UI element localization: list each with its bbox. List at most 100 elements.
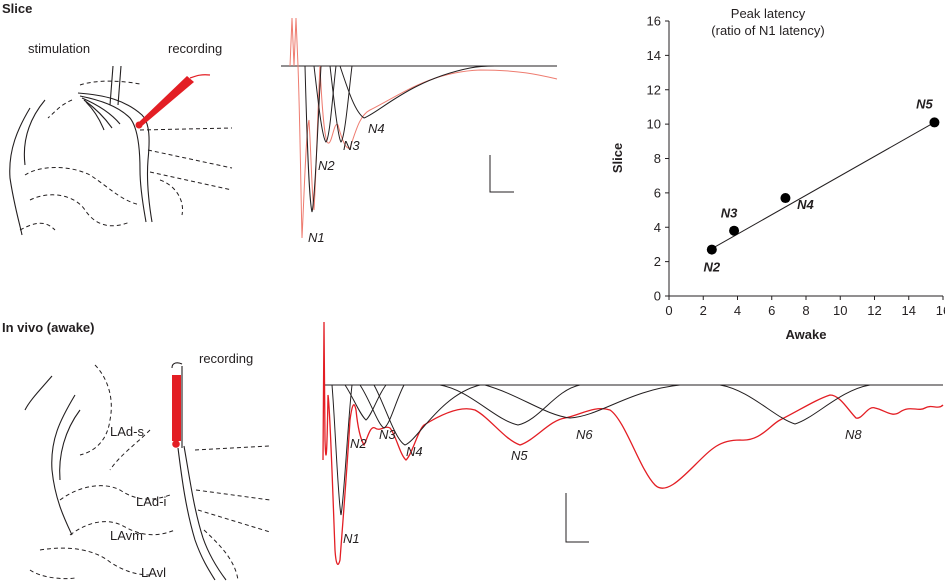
x-tick-label: 14 (902, 303, 916, 318)
data-point-n2 (706, 244, 717, 255)
component-trace-n4 (373, 384, 481, 446)
wave-label-n1: N1 (308, 230, 325, 245)
y-tick-label: 12 (647, 82, 661, 97)
region-label-lad-i: LAd-i (136, 494, 166, 509)
wave-label-n5: N5 (511, 448, 528, 463)
x-tick-label: 0 (665, 303, 672, 318)
slice-inner-contour (23, 99, 46, 166)
data-point-n4 (780, 193, 791, 204)
data-point-label: N2 (704, 260, 721, 275)
recording-wire (189, 74, 211, 79)
invivo-fiber-tract (183, 445, 227, 581)
invivo-outer-contour (51, 394, 76, 536)
component-trace-n8 (719, 384, 871, 425)
x-tick-label: 2 (700, 303, 707, 318)
slice-boundary (47, 99, 73, 119)
y-tick-label: 6 (654, 185, 661, 200)
regression-line (711, 121, 935, 250)
slice-boundary (24, 167, 141, 206)
region-label-lavl: LAvl (141, 565, 166, 580)
invivo-boundary (203, 529, 239, 581)
region-label-lavm: LAvm (110, 528, 143, 543)
invivo-anatomy-drawing: LAd-s LAd-i LAvm LAvl (24, 362, 271, 581)
invivo-boundary (39, 547, 151, 576)
wave-label-n3: N3 (343, 138, 360, 153)
data-point-label: N5 (916, 96, 933, 111)
invivo-scale-bar (565, 493, 589, 543)
invivo-traces: N1 N2 N3 N4 N5 N6 N8 (322, 321, 944, 565)
component-trace-n3 (359, 384, 405, 429)
peak-latency-chart: Peak latency (ratio of N1 latency) 0 2 4 6 8… (610, 6, 945, 342)
wave-label-n4: N4 (368, 121, 385, 136)
slice-boundary (147, 149, 233, 169)
wave-label-n2: N2 (318, 158, 335, 173)
y-tick-label: 4 (654, 220, 661, 235)
chart-subtitle: (ratio of N1 latency) (711, 23, 824, 38)
slice-boundary (159, 179, 184, 216)
data-point-n3 (729, 225, 740, 236)
y-tick-label: 10 (647, 117, 661, 132)
x-axis-label: Awake (786, 327, 827, 342)
y-tick-label: 8 (654, 151, 661, 166)
chart-title: Peak latency (731, 6, 806, 21)
invivo-fiber-tract (177, 447, 216, 581)
stimulation-electrode (117, 65, 122, 106)
fiber-tract (77, 92, 153, 223)
invivo-boundary (69, 521, 176, 536)
slice-traces: N1 N2 N3 N4 (281, 17, 558, 245)
x-tick-label: 8 (802, 303, 809, 318)
x-tick-label: 6 (768, 303, 775, 318)
y-tick-label: 14 (647, 48, 661, 63)
component-trace-n4 (339, 65, 496, 119)
invivo-electrode-hook (171, 362, 183, 369)
data-point-label: N4 (797, 197, 814, 212)
invivo-recording-electrode (172, 375, 181, 441)
y-tick-label: 16 (647, 14, 661, 29)
y-ticks: 0 2 4 6 8 10 12 14 16 (647, 14, 669, 304)
fiber-tract (81, 97, 121, 125)
fiber-tract (79, 95, 147, 223)
wave-label-n3: N3 (379, 427, 396, 442)
invivo-title: In vivo (awake) (2, 320, 94, 335)
component-trace-n1 (331, 384, 353, 516)
invivo-boundary (194, 445, 271, 451)
invivo-boundary (79, 364, 112, 456)
data-point-n5 (929, 117, 940, 128)
invivo-recording-site-dot (172, 440, 180, 448)
slice-boundary (29, 194, 131, 227)
component-trace-n5 (439, 384, 581, 426)
slice-title: Slice (2, 1, 32, 16)
x-tick-label: 4 (734, 303, 741, 318)
slice-boundary (139, 127, 233, 131)
wave-label-n6: N6 (576, 427, 593, 442)
slice-recording-label: recording (168, 41, 222, 56)
invivo-inner-contour (59, 409, 81, 481)
component-trace-n1 (304, 65, 322, 213)
y-tick-label: 0 (654, 289, 661, 304)
slice-boundary (79, 80, 141, 86)
wave-label-n2: N2 (350, 436, 367, 451)
invivo-boundary (59, 485, 171, 501)
y-tick-label: 2 (654, 254, 661, 269)
invivo-boundary (29, 569, 76, 580)
y-axis-label: Slice (610, 143, 625, 173)
recording-site-dot (135, 121, 143, 129)
slice-boundary (19, 222, 56, 231)
x-tick-label: 16 (936, 303, 945, 318)
invivo-boundary (109, 429, 151, 471)
scale-bar (489, 155, 514, 193)
stimulus-artifact (289, 17, 299, 67)
wave-label-n8: N8 (845, 427, 862, 442)
x-tick-label: 10 (833, 303, 847, 318)
wave-label-n4: N4 (406, 444, 423, 459)
invivo-outer-contour (24, 375, 53, 411)
stimulation-electrode (109, 65, 114, 106)
recording-electrode (139, 76, 194, 126)
slice-outer-contour (9, 107, 31, 236)
slice-anatomy-drawing (9, 65, 233, 236)
stimulation-label: stimulation (28, 41, 90, 56)
wave-label-n1: N1 (343, 531, 360, 546)
fiber-tract (85, 101, 105, 131)
